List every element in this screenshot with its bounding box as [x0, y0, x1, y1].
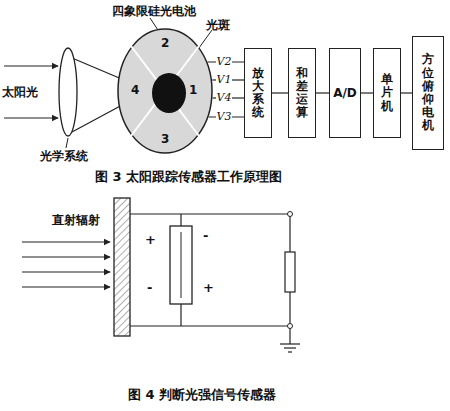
- sensor-electrode: [181, 232, 182, 298]
- label-text: 太阳光: [2, 84, 38, 101]
- signal-wire: [316, 92, 329, 93]
- box-text: 放大系统: [252, 67, 264, 120]
- sensor-element: [170, 226, 192, 304]
- terminal: [288, 324, 293, 329]
- box-text: 单片机: [381, 73, 393, 113]
- motor-box: 方位俯仰电机: [412, 36, 444, 150]
- resistor-symbol: [285, 252, 295, 292]
- label-text: 光学系统: [40, 148, 88, 165]
- signal-label: V2: [216, 56, 233, 68]
- radiation-arrows: [22, 242, 110, 287]
- quadrant-number: 1: [189, 83, 197, 97]
- signal-label: V3: [216, 111, 233, 123]
- circuit-wires: [130, 214, 300, 352]
- box-text: 方位俯仰电机: [422, 53, 434, 132]
- label-text: 光斑: [206, 17, 230, 34]
- label-text: 四象限硅光电池: [112, 3, 196, 20]
- polarity-sign: -: [203, 228, 208, 243]
- quadrant-number: 3: [161, 132, 169, 146]
- box-text: A/D: [333, 86, 357, 100]
- label-text: 直射辐射: [52, 212, 100, 229]
- process-box: 单片机: [373, 48, 401, 138]
- signal-label: V1: [216, 74, 233, 86]
- polarity-sign: +: [145, 232, 156, 247]
- lens: [59, 48, 77, 136]
- label-text: 图 3 太阳跟踪传感器工作原理图: [95, 168, 282, 186]
- terminal: [288, 212, 293, 217]
- signal-wire: [272, 92, 288, 93]
- quadrant-number: 4: [131, 83, 139, 97]
- polarity-sign: +: [203, 280, 214, 295]
- label-text: 图 4 判断光强信号传感器: [128, 386, 276, 404]
- polarity-sign: -: [147, 280, 152, 295]
- box-text: 和差运算: [296, 67, 308, 120]
- signal-wire: [401, 92, 412, 93]
- quadrant-photocell: 2 1 3 4: [117, 28, 213, 154]
- process-box: 放大系统: [244, 48, 272, 138]
- photocell-plate: [114, 198, 130, 336]
- process-box: A/D: [329, 48, 361, 138]
- signal-wire: [361, 92, 373, 93]
- quadrant-number: 2: [161, 36, 169, 50]
- signal-label: V4: [216, 92, 233, 104]
- process-box: 和差运算: [288, 48, 316, 138]
